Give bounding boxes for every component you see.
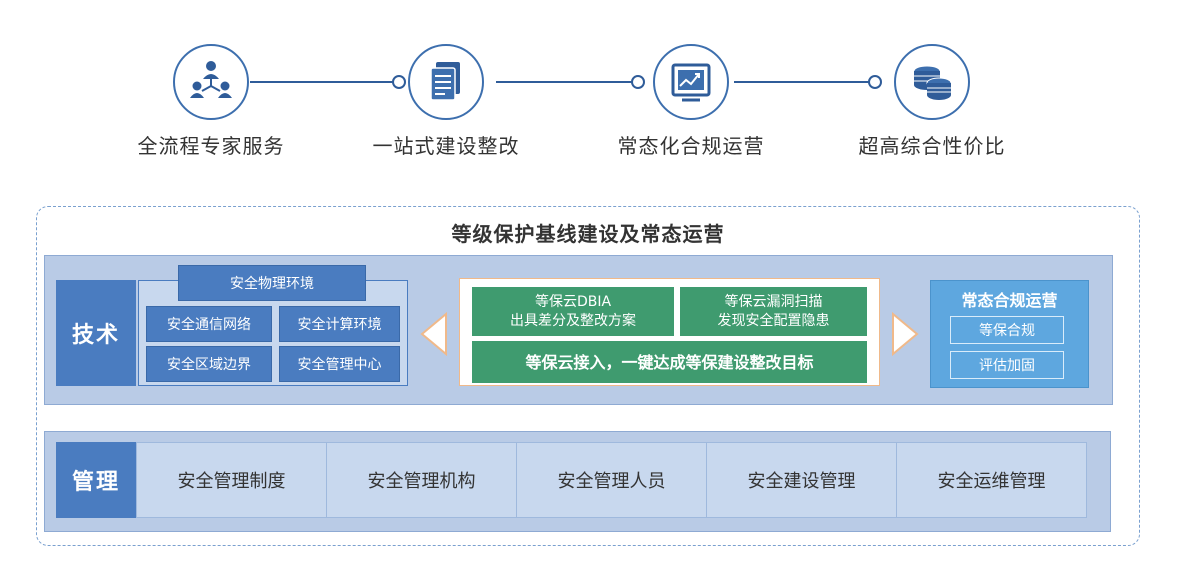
tech-title: 技术 — [56, 280, 136, 386]
compute-env-cell: 安全计算环境 — [279, 306, 400, 342]
feature-label: 常态化合规运营 — [617, 134, 765, 158]
connector-line-1 — [250, 81, 398, 83]
connector-line-3 — [734, 81, 872, 83]
mgmt-title: 管理 — [56, 442, 136, 518]
right-arrow-icon — [892, 312, 919, 356]
dbia-subtitle: 出具差分及整改方案 — [510, 312, 636, 329]
ops-panel — [930, 280, 1089, 388]
physical-environment: 安全物理环境 — [178, 265, 366, 301]
mgmt-row: 安全管理制度 安全管理机构 安全管理人员 安全建设管理 安全运维管理 — [136, 442, 1087, 518]
ops-title: 常态合规运营 — [961, 291, 1058, 310]
mgmt-cell-organization: 安全管理机构 — [327, 443, 517, 517]
connector-node-2 — [631, 75, 645, 89]
feature-label: 全流程专家服务 — [137, 134, 285, 158]
mgmt-cell-personnel: 安全管理人员 — [517, 443, 707, 517]
vuln-scan-title: 等保云漏洞扫描 — [724, 293, 823, 310]
vuln-scan-subtitle: 发现安全配置隐患 — [717, 312, 830, 329]
ops-item-hardening: 评估加固 — [950, 351, 1064, 379]
ops-item-compliance: 等保合规 — [950, 316, 1064, 344]
mgmt-cell-operations: 安全运维管理 — [937, 471, 1046, 492]
chart-monitor-icon — [653, 44, 729, 120]
dbia-block: 等保云DBIA 出具差分及整改方案 — [472, 287, 674, 336]
coins-icon — [894, 44, 970, 120]
mgmt-cell-construction: 安全建设管理 — [707, 443, 897, 517]
people-network-icon — [173, 44, 249, 120]
connector-node-3 — [868, 75, 882, 89]
comm-network-cell: 安全通信网络 — [146, 306, 272, 342]
vuln-scan-block: 等保云漏洞扫描 发现安全配置隐患 — [680, 287, 867, 336]
mgmt-cell-policy: 安全管理制度 — [137, 443, 327, 517]
left-arrow-icon — [420, 312, 447, 356]
feature-label: 超高综合性价比 — [858, 134, 1006, 158]
feature-label: 一站式建设整改 — [372, 134, 520, 158]
main-title: 等级保护基线建设及常态运营 — [451, 222, 725, 246]
documents-icon — [408, 44, 484, 120]
access-block: 等保云接入，一键达成等保建设整改目标 — [472, 341, 867, 383]
connector-node-1 — [392, 75, 406, 89]
main-frame — [36, 206, 1140, 546]
dbia-title: 等保云DBIA — [534, 293, 612, 310]
connector-line-2 — [496, 81, 634, 83]
area-boundary-cell: 安全区域边界 — [146, 346, 272, 382]
mgmt-center-cell: 安全管理中心 — [279, 346, 400, 382]
